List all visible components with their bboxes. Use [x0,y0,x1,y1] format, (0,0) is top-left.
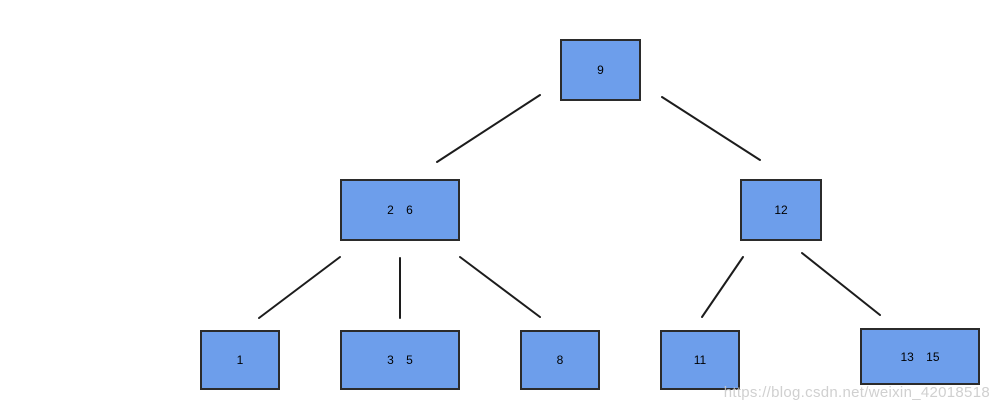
tree-node-3-5: 3 5 [340,330,460,390]
tree-node-9: 9 [560,39,641,101]
edge-9-to-2-6 [436,94,541,163]
node-label: 2 6 [387,203,413,217]
node-label: 11 [693,353,707,367]
edge-12-to-13-15 [801,252,881,316]
node-label: 12 [774,203,788,217]
node-label: 3 5 [387,353,413,367]
edge-2-6-to-1 [258,256,341,319]
tree-node-13-15: 13 15 [860,328,980,385]
node-label: 9 [597,63,604,77]
edge-2-6-to-8 [459,256,541,318]
tree-node-8: 8 [520,330,600,390]
tree-node-2-6: 2 6 [340,179,460,241]
tree-node-12: 12 [740,179,822,241]
edge-9-to-12 [661,96,761,161]
node-label: 8 [556,353,564,367]
node-label: 1 [236,353,244,367]
tree-node-11: 11 [660,330,740,390]
watermark-url: https://blog.csdn.net/weixin_42018518 [723,384,990,401]
node-label: 13 15 [900,349,940,364]
edge-12-to-11 [701,256,744,318]
tree-node-1: 1 [200,330,280,390]
